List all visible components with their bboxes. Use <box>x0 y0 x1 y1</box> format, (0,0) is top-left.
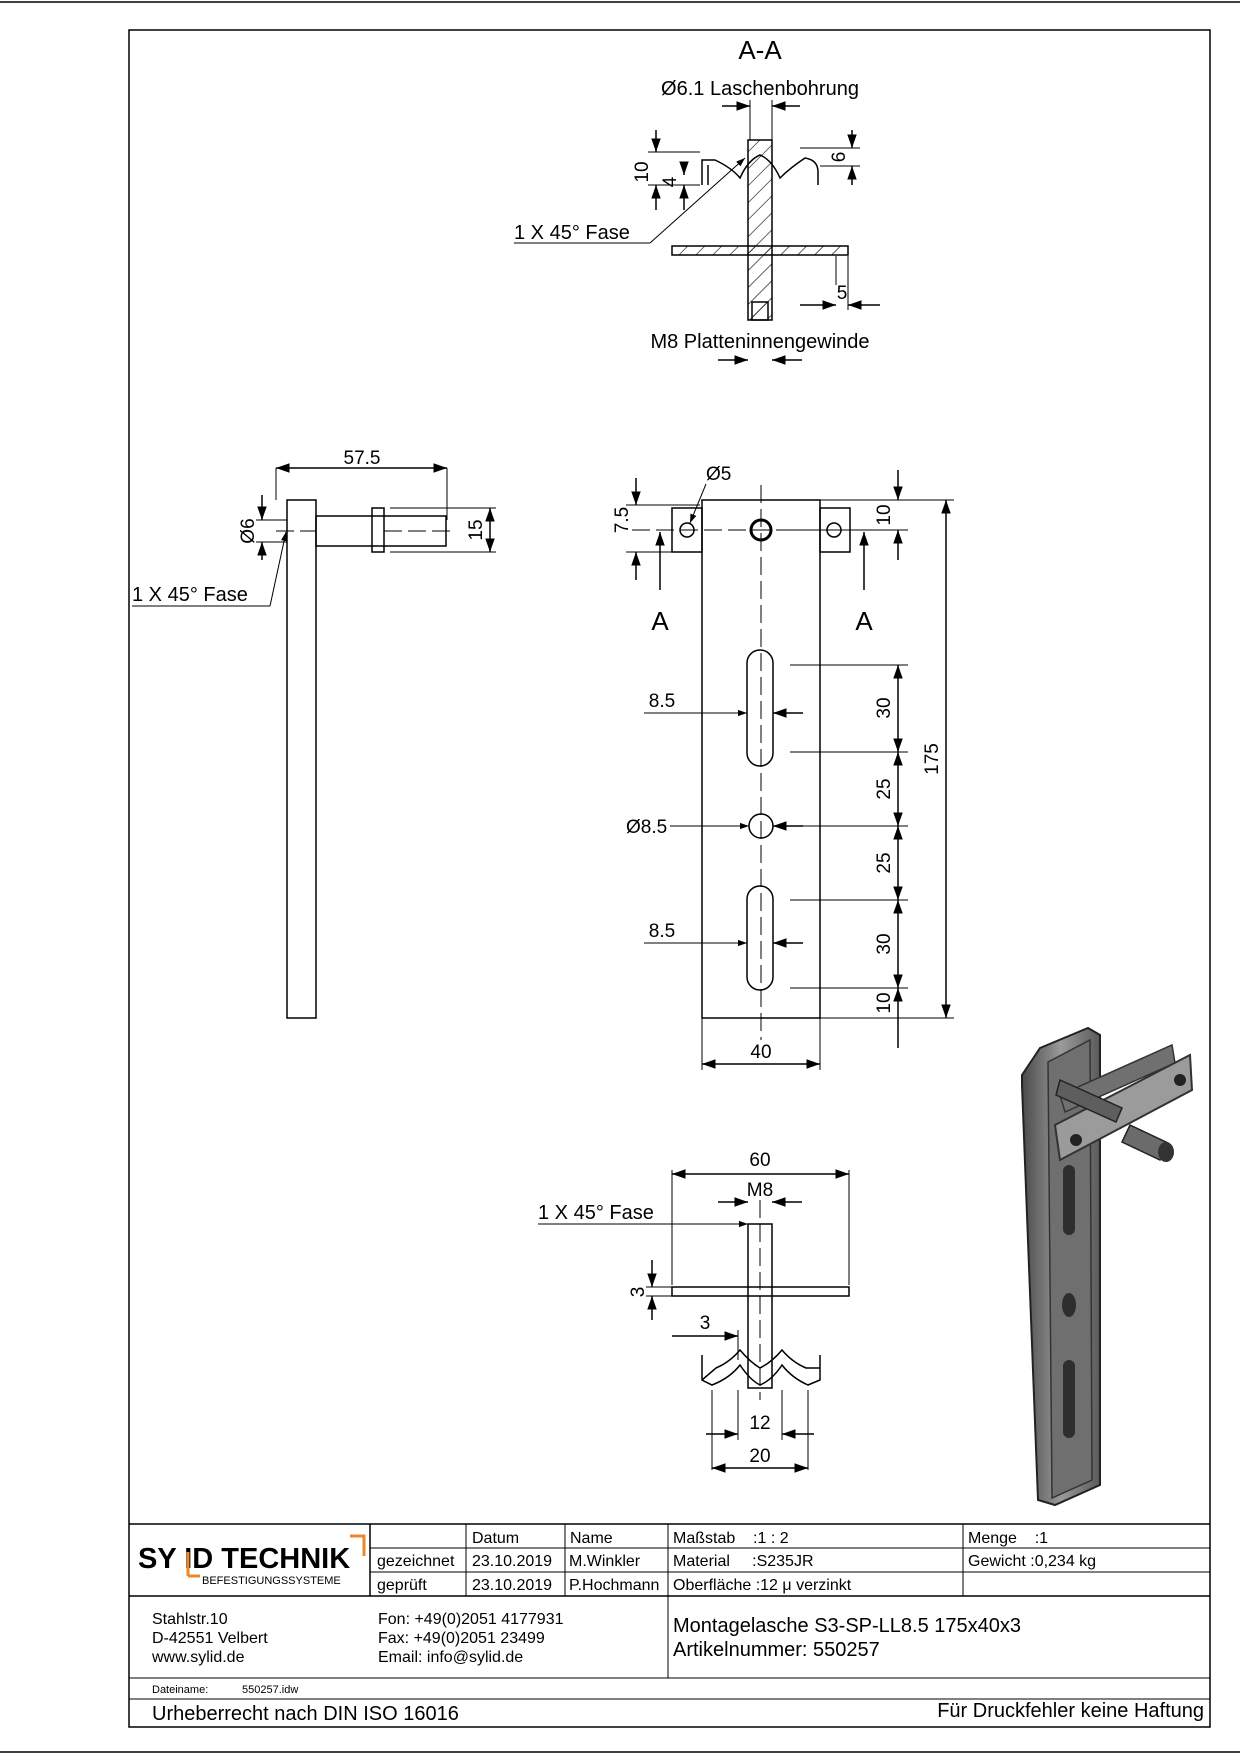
address-line-3: www.sylid.de <box>151 1649 245 1666</box>
bottom-dim-width: 60 <box>749 1150 770 1171</box>
section-dim-6: 6 <box>829 152 850 163</box>
drawing-frame <box>128 29 1211 1728</box>
company-subtitle: BEFESTIGUNGSSYSTEME <box>202 1575 341 1587</box>
bottom-chamfer-label: 1 X 45° Fase <box>538 1202 654 1224</box>
front-dim-slot2-width: 8.5 <box>649 921 675 942</box>
side-dim-height: 15 <box>466 519 487 540</box>
side-view: 57.5 Ø6 15 1 X 45° Fase <box>132 448 496 1019</box>
section-view-a-a: A-A Ø6.1 Laschenbohrung 10 4 6 1 X 45° F… <box>514 35 880 365</box>
drawn-date: 23.10.2019 <box>472 1553 552 1570</box>
file-name: 550257.idw <box>242 1684 298 1696</box>
weight: Gewicht :0,234 kg <box>968 1553 1096 1570</box>
front-dim-slot1-length: 30 <box>874 697 895 718</box>
disclaimer: Für Druckfehler keine Haftung <box>937 1700 1204 1722</box>
logo-accent <box>186 1534 366 1578</box>
front-dim-top-10: 10 <box>874 504 895 525</box>
company-logo: SY ID TECHNIK <box>138 1543 350 1575</box>
file-label: Dateiname: <box>152 1684 208 1696</box>
col-datum: Datum <box>472 1530 519 1547</box>
copyright: Urheberrecht nach DIN ISO 16016 <box>152 1703 459 1725</box>
section-title: A-A <box>738 35 782 65</box>
side-chamfer-label: 1 X 45° Fase <box>132 584 248 606</box>
article-number: Artikelnummer: 550257 <box>673 1639 880 1661</box>
quantity: Menge :1 <box>968 1530 1048 1547</box>
front-dim-width: 40 <box>750 1042 771 1063</box>
front-dim-25-lower: 25 <box>874 852 895 873</box>
col-name: Name <box>570 1530 613 1547</box>
drawn-name: M.Winkler <box>569 1553 641 1570</box>
email: Email: info@sylid.de <box>378 1649 523 1666</box>
bottom-dim-offset: 3 <box>700 1313 711 1334</box>
bottom-view: 60 M8 1 X 45° Fase 3 3 12 20 <box>538 1150 850 1473</box>
checked-name: P.Hochmann <box>569 1577 659 1594</box>
front-dim-slot1-width: 8.5 <box>649 691 675 712</box>
side-dim-diameter: Ø6 <box>238 518 259 543</box>
section-marker-right: A <box>855 606 873 636</box>
product-name: Montagelasche S3-SP-LL8.5 175x40x3 <box>673 1615 1021 1637</box>
material: Material :S235JR <box>673 1553 814 1570</box>
front-dim-bottom-10: 10 <box>874 992 895 1013</box>
section-dim-4: 4 <box>660 176 681 187</box>
bottom-dim-20: 20 <box>749 1446 770 1467</box>
section-hole-label: Ø6.1 Laschenbohrung <box>661 78 859 100</box>
isometric-render <box>1021 1026 1194 1507</box>
fax: Fax: +49(0)2051 23499 <box>378 1630 545 1647</box>
front-dim-25-upper: 25 <box>874 778 895 799</box>
scale: Maßstab :1 : 2 <box>673 1530 789 1547</box>
section-chamfer-label: 1 X 45° Fase <box>514 222 630 244</box>
front-dim-7-5: 7.5 <box>612 507 633 533</box>
row-checked: geprüft <box>377 1577 427 1594</box>
title-block <box>129 1523 1210 1700</box>
front-dim-slot2-length: 30 <box>874 933 895 954</box>
checked-date: 23.10.2019 <box>472 1577 552 1594</box>
front-dim-small-hole: Ø5 <box>706 464 731 485</box>
front-dim-center-hole: Ø8.5 <box>626 817 667 838</box>
phone: Fon: +49(0)2051 4177931 <box>378 1611 564 1628</box>
address-line-1: Stahlstr.10 <box>152 1611 228 1628</box>
bottom-dim-thickness: 3 <box>628 1287 649 1298</box>
bottom-dim-thread: M8 <box>747 1180 773 1201</box>
address-line-2: D-42551 Velbert <box>152 1630 268 1647</box>
title-block-text: SY ID TECHNIK BEFESTIGUNGSSYSTEME Datum … <box>138 1530 1204 1725</box>
front-view: Ø5 7.5 A A 10 175 30 25 25 <box>612 464 954 1070</box>
surface: Oberfläche :12 μ verzinkt <box>673 1577 852 1594</box>
bottom-dim-12: 12 <box>749 1413 770 1434</box>
row-drawn: gezeichnet <box>377 1553 455 1570</box>
section-dim-10: 10 <box>632 161 653 182</box>
front-dim-total: 175 <box>922 743 943 775</box>
section-thread-label: M8 Platteninnengewinde <box>650 331 869 353</box>
section-marker-left: A <box>651 606 669 636</box>
side-dim-length: 57.5 <box>344 448 381 469</box>
section-dim-5: 5 <box>837 283 848 304</box>
